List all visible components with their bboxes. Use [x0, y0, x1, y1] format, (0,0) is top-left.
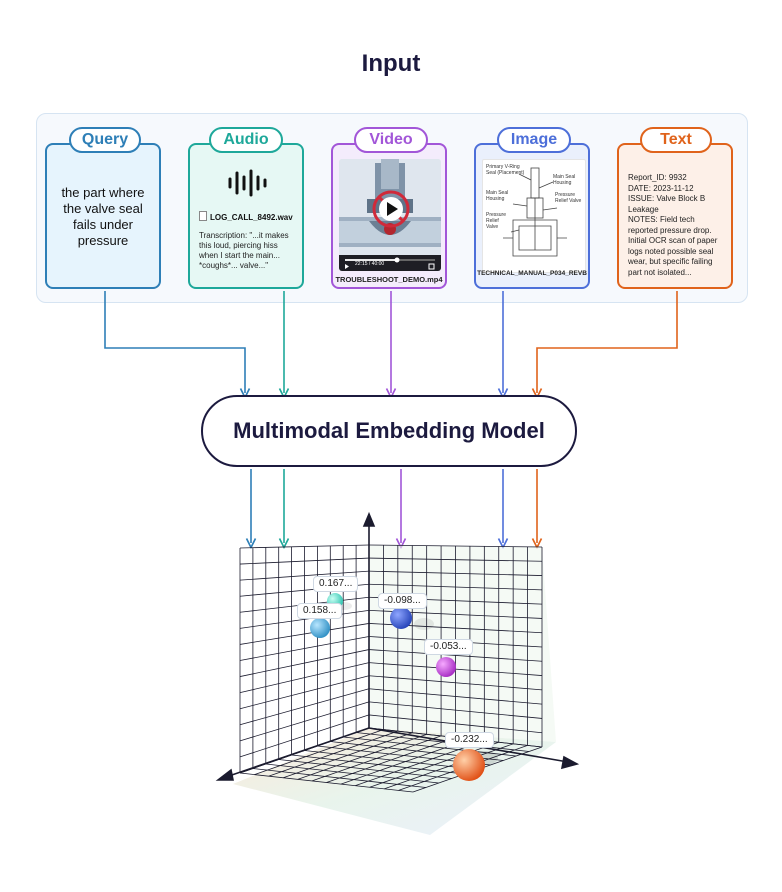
- image-label-1: Primary V-Ring Seal (Placement): [486, 164, 525, 176]
- point-value-label: 0.167...: [313, 576, 359, 592]
- left-wall-gridline: [239, 662, 370, 694]
- text-tab: Text: [640, 127, 712, 153]
- query-tab: Query: [69, 127, 141, 153]
- left-wall-gridline: [239, 636, 370, 661]
- model-box: Multimodal Embedding Model: [201, 395, 577, 467]
- page-title: Input: [361, 50, 421, 77]
- play-small-icon: [345, 264, 349, 269]
- image-card: Primary V-Ring Seal (Placement) Main Sea…: [474, 143, 590, 289]
- text-line: DATE: 2023-11-12: [628, 183, 694, 193]
- floor-gridline: [239, 772, 414, 793]
- floor-gridline: [278, 759, 452, 779]
- point-value-label: -0.053...: [424, 639, 473, 655]
- point-query: [310, 618, 330, 638]
- image-label-2: Main Seal Housing: [553, 174, 576, 186]
- left-wall-gridline: [239, 688, 370, 726]
- audio-card: LOG_CALL_8492.wav Transcription: "...it …: [188, 143, 304, 289]
- floor-gridline: [343, 736, 517, 757]
- left-wall-gridline: [239, 609, 370, 629]
- left-wall-gridline: [239, 675, 370, 710]
- right-wall-gridline: [368, 544, 543, 548]
- floor-gridline: [304, 750, 478, 770]
- right-wall-gridline: [368, 583, 543, 591]
- right-wall-gridline: [368, 701, 543, 719]
- point-video: [436, 657, 456, 677]
- left-wall-gridline: [239, 649, 370, 677]
- text-line: Report_ID: 9932: [628, 173, 687, 182]
- video-tab: Video: [354, 127, 428, 153]
- point-image: [390, 607, 412, 629]
- image-tab: Image: [497, 127, 571, 153]
- audio-filename: LOG_CALL_8492.wav: [199, 211, 293, 222]
- play-button-icon[interactable]: [371, 189, 411, 229]
- floor-gridline: [252, 768, 426, 788]
- floor-gridline: [291, 754, 465, 775]
- query-card: the part where the valve seal fails unde…: [45, 143, 161, 289]
- right-wall-gridline: [368, 675, 543, 691]
- audio-filename-text: LOG_CALL_8492.wav: [210, 213, 293, 222]
- text-line: ISSUE: Valve Block B Leakage: [628, 194, 706, 214]
- valve-illustration: [339, 159, 441, 271]
- text-card: Report_ID: 9932 DATE: 2023-11-12 ISSUE: …: [617, 143, 733, 289]
- left-wall-gridline: [239, 623, 370, 645]
- left-wall-gridline: [239, 544, 370, 549]
- left-wall-gridline: [239, 701, 370, 742]
- file-icon: [199, 211, 207, 221]
- floor-gridline: [356, 732, 530, 752]
- right-wall-gridline: [368, 714, 543, 734]
- query-text: the part where the valve seal fails unde…: [61, 185, 145, 248]
- image-label-4: Pressure Relief Valve: [555, 192, 582, 204]
- valve-diagram-icon: [503, 167, 567, 257]
- right-wall-gridline: [368, 570, 543, 576]
- point-value-label: -0.232...: [445, 732, 494, 748]
- text-arrow: [537, 291, 678, 393]
- left-wall-gridline: [239, 714, 370, 758]
- technical-drawing: Primary V-Ring Seal (Placement) Main Sea…: [482, 159, 586, 273]
- left-wall-gridline: [239, 570, 370, 581]
- video-thumbnail: 22:15 / 40:00: [339, 159, 441, 271]
- image-caption: TECHNICAL_MANUAL_P034_REVB: [477, 270, 587, 277]
- video-time: 22:15 / 40:00: [355, 261, 385, 267]
- right-wall-gridline: [368, 688, 543, 705]
- point-text: [453, 749, 485, 781]
- query-arrow: [104, 291, 245, 393]
- point-value-label: 0.158...: [297, 603, 343, 619]
- left-wall-gridline: [239, 557, 370, 565]
- audio-tab: Audio: [209, 127, 283, 153]
- video-card: 22:15 / 40:00 TROUBLESHOOT_DEMO.mp4: [331, 143, 447, 289]
- right-wall-gridline: [368, 557, 543, 562]
- audio-wave-icon: [228, 169, 267, 197]
- text-line: NOTES: Field tech reported pressure drop…: [628, 215, 718, 277]
- video-caption: TROUBLESHOOT_DEMO.mp4: [335, 275, 443, 284]
- right-wall-gridline: [368, 649, 543, 662]
- image-label-3: Main Seal Housing: [486, 190, 509, 202]
- image-label-5: Pressure Relief Valve: [486, 212, 507, 230]
- floor-gridline: [265, 763, 439, 784]
- audio-transcription: Transcription: "...it makes this loud, p…: [199, 231, 289, 270]
- text-body: Report_ID: 9932 DATE: 2023-11-12 ISSUE: …: [628, 173, 725, 278]
- point-value-label: -0.098...: [378, 593, 427, 609]
